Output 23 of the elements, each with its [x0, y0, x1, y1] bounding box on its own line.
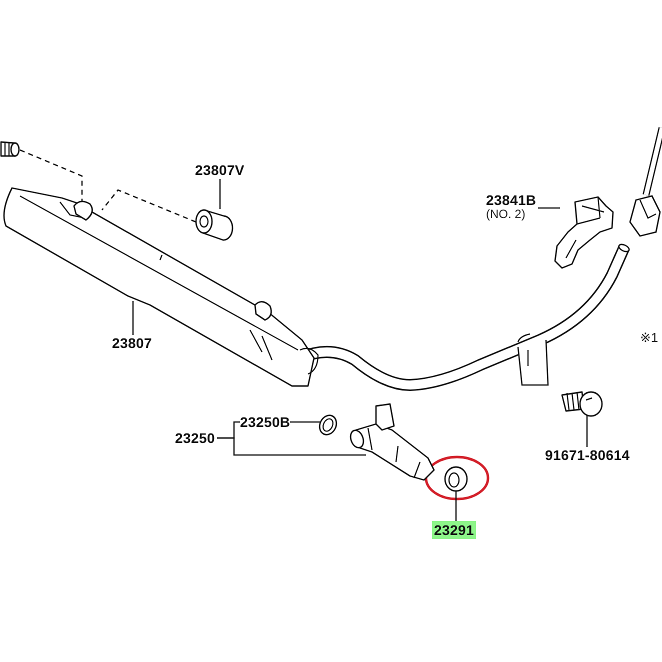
part-number: 23807V — [195, 162, 244, 178]
leader-line — [586, 414, 588, 447]
leader-line — [219, 179, 221, 210]
fuel-injector-drawing — [348, 402, 437, 482]
part-number: 91671-80614 — [545, 447, 630, 464]
part-number: 23807 — [112, 335, 152, 352]
part-number: 23250 — [175, 430, 215, 446]
insulator-drawing — [443, 465, 469, 493]
leader-line — [217, 437, 367, 456]
leader-line — [290, 421, 321, 423]
reference-mark: ※1 — [640, 330, 658, 346]
clamp-drawing — [552, 195, 616, 270]
highlighted-part-number: 23291 — [432, 521, 476, 540]
o-ring-drawing — [317, 413, 339, 438]
bolt-drawing — [0, 140, 22, 158]
leader-line — [455, 490, 457, 521]
leader-line — [538, 207, 561, 209]
bolt-drawing — [560, 390, 604, 418]
part-number: 23841B — [486, 192, 536, 208]
leader-line — [132, 300, 134, 335]
dashed-assembly-line — [101, 189, 197, 223]
part-number: 23250B — [240, 414, 290, 430]
part-note: (NO. 2) — [486, 208, 526, 222]
